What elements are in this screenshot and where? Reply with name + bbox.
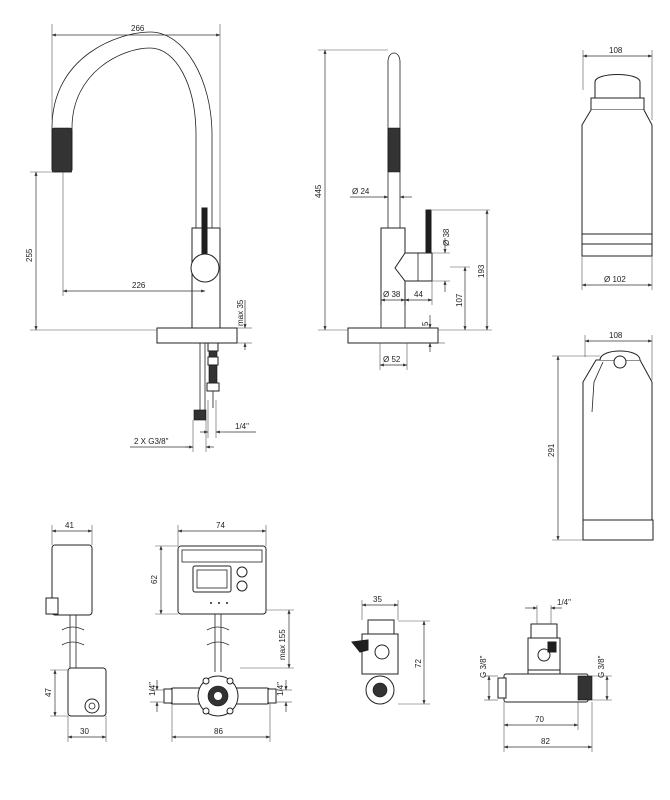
dim-44: 44 [414, 290, 423, 299]
dim-max-155: max 155 [278, 629, 287, 660]
dim-226: 226 [132, 281, 146, 290]
tap-lever [201, 207, 208, 255]
spray-head-grip [51, 127, 73, 173]
filter-top-view: 108 Ø 102 [581, 46, 653, 290]
front-tap-lever [425, 209, 432, 256]
front-tap-body [380, 227, 406, 329]
dim-g38-left: G 3/8" [479, 655, 488, 678]
front-spray-grip [387, 127, 401, 173]
dim-dia-24: Ø 24 [352, 187, 370, 196]
dim-108-top: 108 [609, 46, 623, 55]
tap-front-view: 445 Ø 24 Ø 38 Ø 38 44 193 107 5 Ø 52 [314, 49, 492, 370]
filter-bracket-view: 108 291 [547, 331, 654, 541]
dim-74: 74 [216, 521, 225, 530]
dim-108-bottom: 108 [609, 331, 623, 340]
dim-445: 445 [314, 184, 323, 198]
filter-cap [594, 74, 641, 98]
display-side-view: 41 47 30 [44, 521, 107, 742]
dim-70: 70 [535, 715, 544, 724]
dim-dia-38-handle: Ø 38 [442, 228, 451, 246]
dim-255: 255 [25, 248, 34, 262]
filter2-body [582, 359, 653, 521]
dim-291: 291 [547, 443, 556, 457]
dim-62: 62 [150, 575, 159, 584]
dim-82: 82 [541, 737, 550, 746]
front-deck-plate [347, 327, 439, 344]
dim-quarter-right: 1/4" [276, 682, 285, 696]
dim-dia-38-base: Ø 38 [383, 290, 401, 299]
dim-86: 86 [214, 727, 223, 736]
valve-lever [351, 639, 369, 653]
dim-193: 193 [477, 264, 486, 278]
dim-30: 30 [80, 727, 89, 736]
tee-branch [527, 669, 561, 675]
dim-quarter-top: 1/4" [557, 598, 571, 607]
dim-5: 5 [421, 321, 430, 326]
display-side-body [51, 544, 93, 616]
filter-body [581, 109, 653, 235]
dim-g38-right: G 3/8" [597, 655, 606, 678]
dim-266: 266 [131, 24, 145, 33]
tee-view: 1/4" G 3/8" G 3/8" 70 82 [479, 598, 612, 752]
display-screen [192, 565, 232, 593]
dim-quarter-inch: 1/4" [235, 422, 249, 431]
valve-top-nut [367, 619, 395, 635]
dim-2x-g38: 2 X G3/8" [134, 437, 169, 446]
tap-gooseneck [51, 31, 213, 228]
tee-run [503, 673, 589, 703]
dim-dia-52: Ø 52 [383, 355, 401, 364]
dim-41: 41 [65, 521, 74, 530]
dim-dia-102: Ø 102 [604, 275, 626, 284]
dim-47: 47 [44, 688, 53, 697]
tee-top-nut [530, 623, 558, 639]
dim-max-35: max 35 [236, 299, 245, 326]
deck-plate [156, 327, 238, 344]
tee-thread-right [577, 675, 593, 701]
display-button-top [236, 566, 248, 578]
valve-view: 35 72 [351, 595, 430, 705]
dim-72: 72 [414, 659, 423, 668]
dim-107: 107 [455, 293, 464, 307]
display-button-bottom [236, 580, 248, 592]
tap-side-view: 266 255 226 max 35 1/4" 2 X G3/8" [25, 24, 256, 452]
dim-35: 35 [373, 595, 382, 604]
display-front-view: 74 62 max 155 1/4" 1/4" [148, 521, 294, 742]
dim-quarter-left: 1/4" [148, 682, 157, 696]
